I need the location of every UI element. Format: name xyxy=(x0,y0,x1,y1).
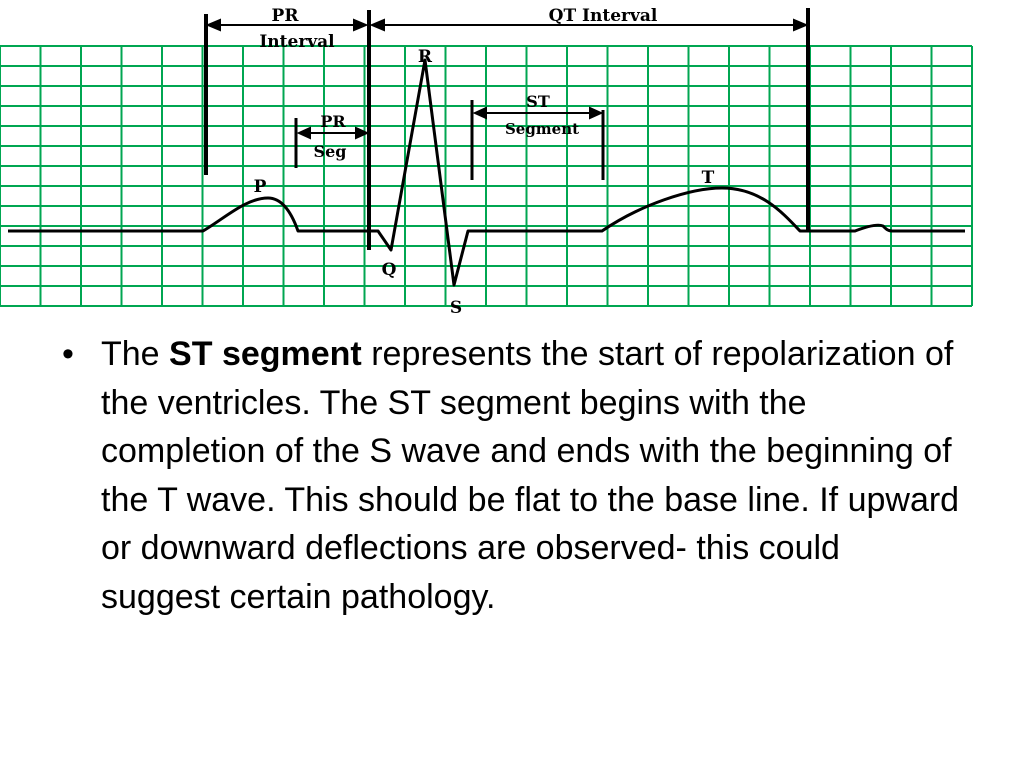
ecg-trace xyxy=(8,58,965,287)
explanation-bullet: • The ST segment represents the start of… xyxy=(62,330,962,621)
t-wave-label: T xyxy=(702,168,715,188)
q-wave-label: Q xyxy=(382,260,397,280)
qt-interval-label: QT Interval xyxy=(549,6,658,26)
st-segment-label-line2: Segment xyxy=(505,120,579,138)
ecg-diagram: PR Interval QT Interval PR Seg ST Segmen… xyxy=(0,6,973,318)
explanation-body: represents the start of repolarization o… xyxy=(101,335,960,616)
s-wave-label: S xyxy=(450,298,462,318)
r-wave-label: R xyxy=(418,47,433,67)
explanation-bold-term: ST segment xyxy=(169,335,362,373)
pr-seg-label-line2: Seg xyxy=(314,142,347,161)
st-segment-label-line1: ST xyxy=(526,92,550,111)
pr-interval-label-line1: PR xyxy=(272,6,300,26)
ecg-grid xyxy=(0,45,973,307)
bullet-marker: • xyxy=(62,335,74,373)
explanation-intro: The xyxy=(101,335,170,373)
pr-seg-label-line1: PR xyxy=(320,112,346,131)
pr-interval-label-line2: Interval xyxy=(259,32,335,52)
p-wave-label: P xyxy=(254,177,267,197)
explanation-text: The ST segment represents the start of r… xyxy=(101,330,962,621)
